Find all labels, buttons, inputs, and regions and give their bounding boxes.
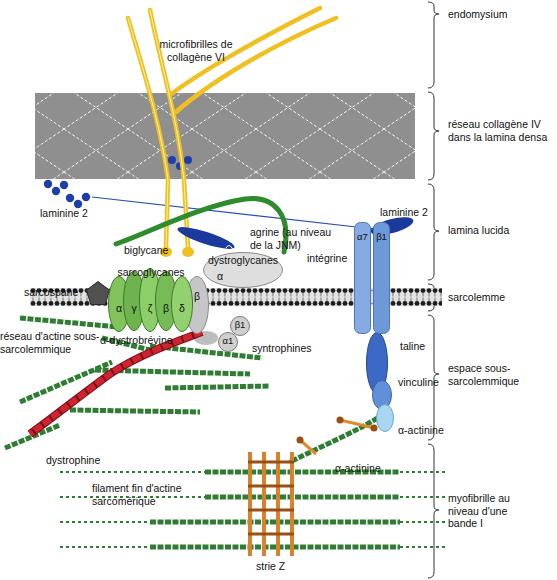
layer-label: lamina lucida [448, 224, 556, 237]
laminin-globule [168, 156, 176, 164]
layer-bracket [428, 444, 439, 578]
layer-bracket [428, 2, 439, 88]
z-disc-rod [250, 452, 292, 556]
layer-bracket [428, 92, 439, 180]
dystroglycan-ellipse: dystroglycanes α [203, 252, 283, 288]
integrin-subunit [374, 223, 390, 334]
alpha-actinin-end [337, 417, 344, 424]
integrin-dimer: intégrineα7β1 [354, 222, 390, 334]
structure-label: filament fin d'actine sarcomérique [92, 482, 204, 507]
laminin-globule [44, 180, 52, 188]
collagen-vi-highlight [128, 18, 168, 248]
layer-label: endomysium [448, 8, 508, 21]
alpha-actinin-end [297, 437, 304, 444]
integrin-subunit: β1 [373, 222, 390, 334]
actin-filament [165, 386, 270, 388]
sarcoglycan-ellipse [172, 277, 193, 332]
subunit-label: α1 [218, 336, 238, 347]
laminin-globule [52, 187, 60, 195]
alpha-actinin-rod [340, 420, 374, 428]
collagen-vi-fibril [176, 18, 336, 112]
layer-label: réseau collagène IV dans la lamina densa [448, 118, 556, 143]
subunit-label: β1 [230, 320, 250, 331]
actin-filament [70, 410, 200, 412]
protein-label: laminine 2 [380, 206, 428, 219]
layer-label: myofibrille au niveau d'une bande I [448, 492, 528, 530]
actin-filament [290, 414, 384, 462]
collagen-vi-foot [182, 247, 194, 257]
subunit-label: α7 [354, 232, 371, 243]
layer-bracket [428, 184, 439, 280]
subunit-label: δ [171, 302, 193, 314]
protein-label: agrine (au niveau de la JNM) [250, 226, 342, 251]
protein-label: laminine 2 [40, 207, 88, 220]
integrin-subunit [355, 223, 371, 334]
layer-label: sarcolemme [448, 291, 556, 304]
laminin-domain [176, 223, 237, 253]
dystroglycan-ellipse [186, 277, 209, 334]
collagen-iv-lattice [35, 93, 415, 179]
subunit-label: sarcoglycanes [108, 266, 194, 278]
syntrophin-circle: α1 [218, 332, 238, 352]
alpha-actinin-end [371, 425, 378, 432]
sarcospan-pentagon [87, 282, 110, 305]
sarcospan-pentagon: sarcospane [86, 281, 110, 305]
sarcospan-pentagon-outline [86, 281, 110, 305]
protein-label: α-dystrobrévine [100, 334, 173, 347]
integrin-subunit: α7 [354, 222, 371, 334]
actin-filament [20, 318, 118, 327]
protein-name: α [217, 270, 223, 282]
collagen-vi-fibril [128, 18, 168, 248]
protein-name: α-actinine [398, 424, 444, 436]
laminin-globule [60, 181, 68, 189]
syntrophin-circle: β1 [230, 316, 250, 336]
subunit-label: β1 [373, 232, 390, 243]
dystroglycan-ellipse [204, 253, 283, 288]
protein-label: syntrophines [252, 342, 312, 355]
sarcoglycan-ellipse: δ [171, 276, 193, 332]
syntrophin-circle [219, 333, 238, 352]
laminin-globule [82, 193, 90, 201]
layer-label: espace sous-sarcolemmique [448, 362, 556, 387]
alpha-actinin-ellipse-outline [376, 404, 394, 432]
collagen-iv-band [35, 93, 415, 179]
protein-name: intégrine [307, 252, 347, 264]
laminin-globule [66, 194, 74, 202]
laminin-globule [184, 156, 192, 164]
syntrophin-circle [231, 317, 250, 336]
alpha-actinin-ellipse: α-actinine [376, 404, 394, 432]
subunit-label: dystroglycanes [206, 254, 280, 266]
protein-label: dystrophine [46, 454, 100, 467]
structure-label: strie Z [256, 560, 285, 573]
laminin-globule [74, 200, 82, 208]
protein-label: microfibrilles de collagène VI [150, 38, 242, 63]
subunit-label: β [185, 290, 209, 302]
z-disc-link [248, 462, 294, 534]
protein-label: α-actinine [335, 462, 381, 475]
protein-label: biglycane [124, 244, 168, 257]
protein-name: sarcospane [24, 286, 78, 298]
protein-label: réseau d'actine sous-sarcolemmique [0, 330, 100, 355]
protein-name: taline [400, 340, 425, 352]
protein-name: vinculine [398, 376, 439, 388]
sarcoglycan-complex: sarcoglycanesαγζβδ [108, 268, 194, 334]
alpha-actinin-ellipse [377, 405, 394, 432]
